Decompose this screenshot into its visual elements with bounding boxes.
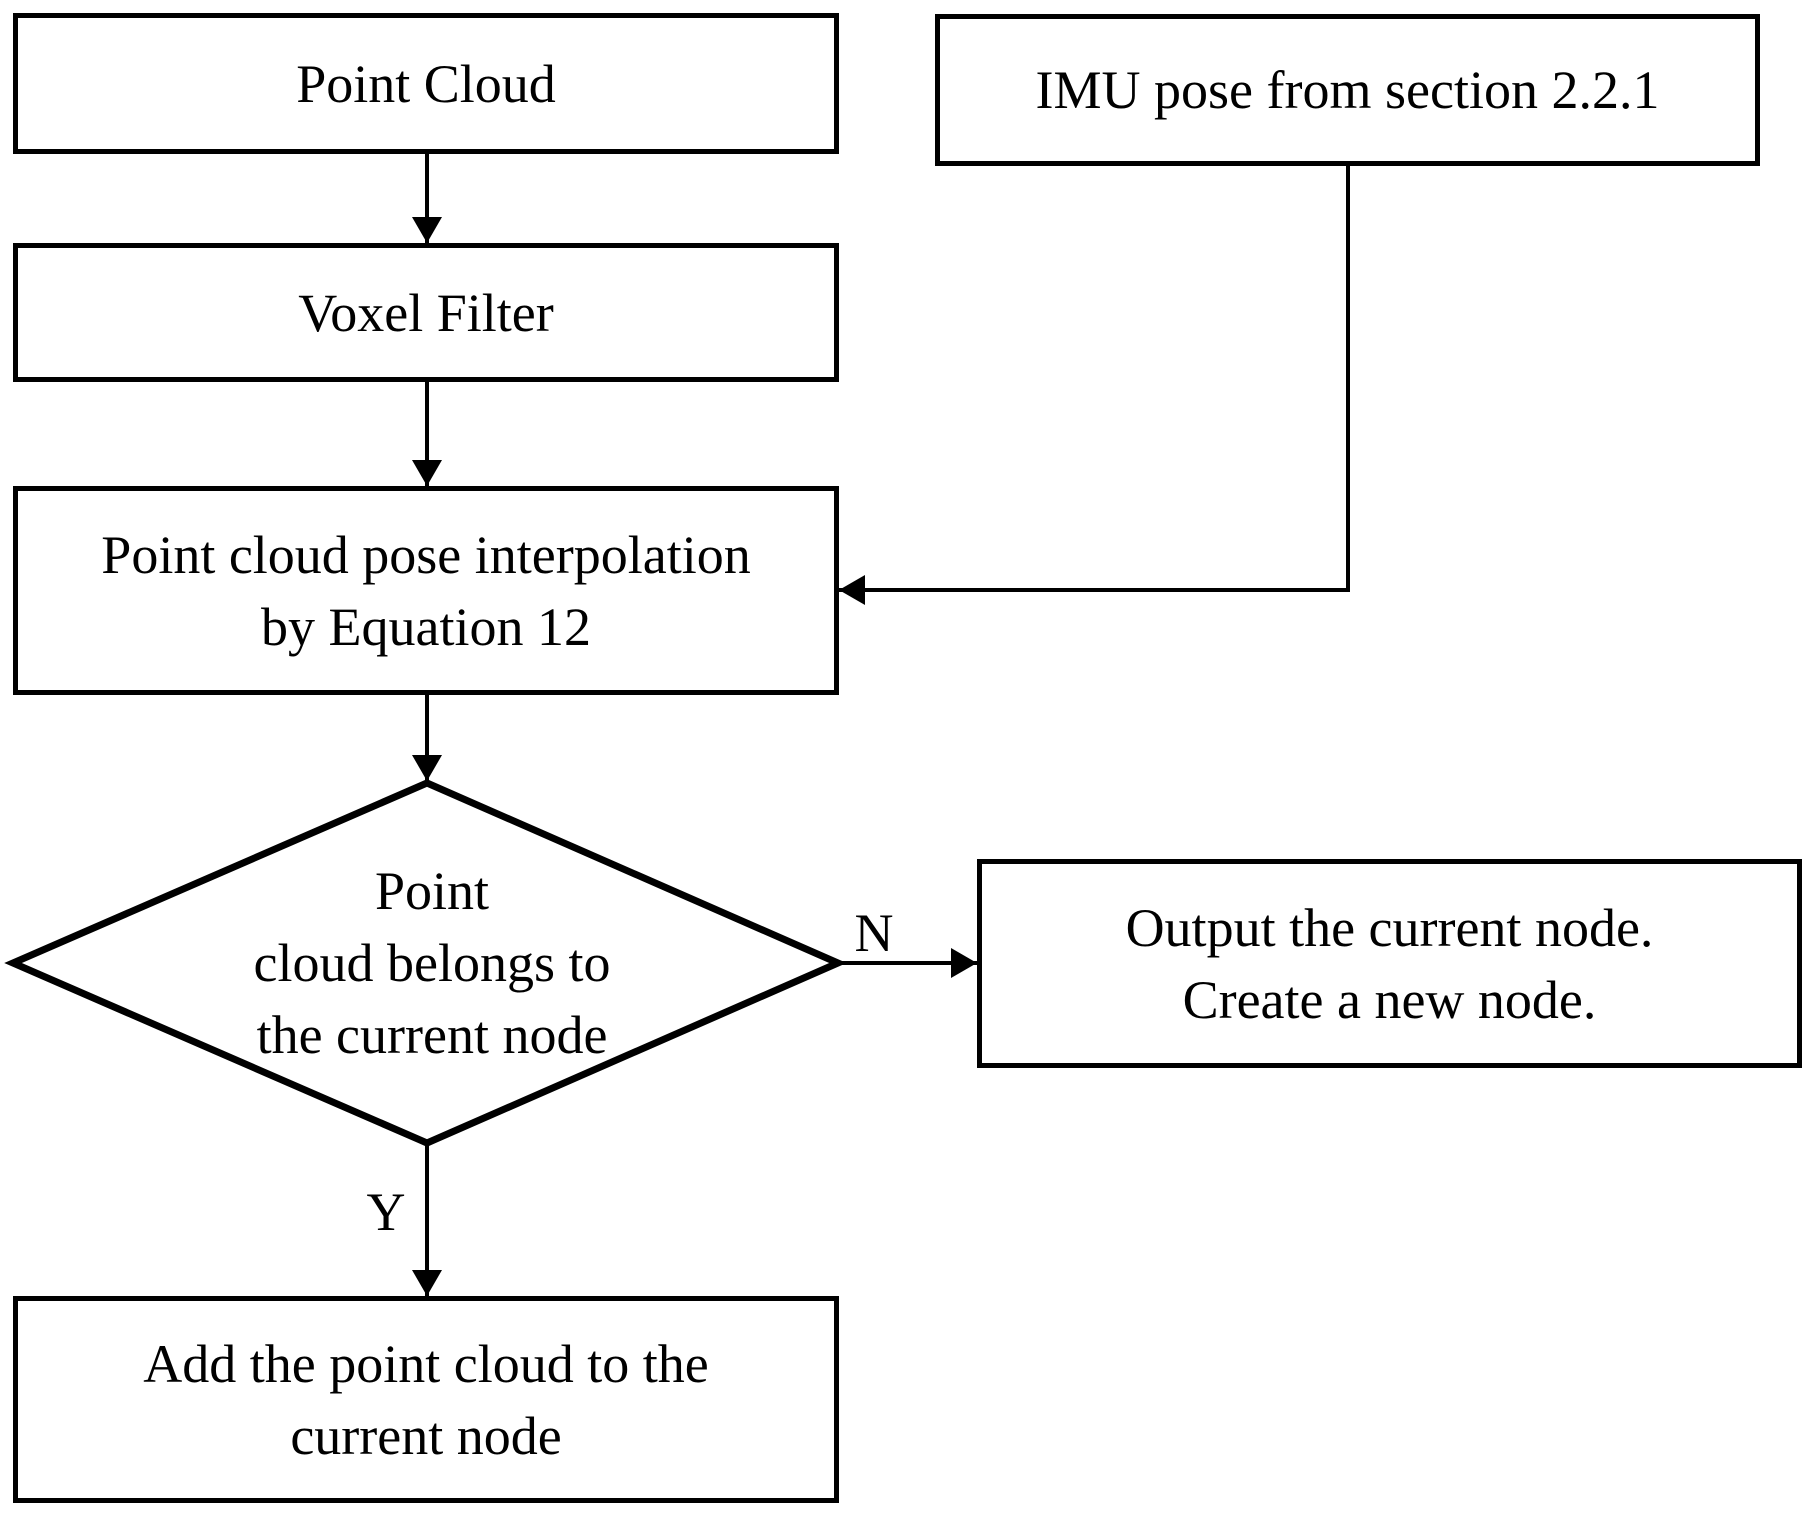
node-point-cloud: Point Cloud xyxy=(13,13,839,154)
node-voxel-filter-label: Voxel Filter xyxy=(298,282,554,343)
node-pose-interpolation: Point cloud pose interpolation by Equati… xyxy=(13,486,839,695)
node-add-to-current-line2: current node xyxy=(290,1405,562,1466)
decision-line1: Point xyxy=(374,861,490,921)
decision-line3: the current node xyxy=(256,1005,608,1065)
node-output-current: Output the current node. Create a new no… xyxy=(977,859,1802,1068)
node-voxel-filter: Voxel Filter xyxy=(13,243,839,382)
node-pose-interpolation-line2: by Equation 12 xyxy=(261,596,591,657)
decision-line2: cloud belongs to xyxy=(253,933,611,993)
node-pose-interpolation-line1: Point cloud pose interpolation xyxy=(101,524,751,585)
edge-label-no: N xyxy=(854,903,894,963)
node-point-cloud-label: Point Cloud xyxy=(296,53,556,114)
node-add-to-current: Add the point cloud to the current node xyxy=(13,1296,839,1503)
decision-diamond-text: Point cloud belongs to the current node xyxy=(254,855,611,1071)
node-output-current-line2: Create a new node. xyxy=(1182,969,1597,1030)
node-imu-pose: IMU pose from section 2.2.1 xyxy=(935,14,1760,166)
edge-label-yes: Y xyxy=(366,1182,406,1242)
node-add-to-current-line1: Add the point cloud to the xyxy=(143,1333,709,1394)
node-imu-pose-label: IMU pose from section 2.2.1 xyxy=(1035,60,1660,120)
node-output-current-line1: Output the current node. xyxy=(1125,897,1654,958)
edge-imu-pose-to-interpolation xyxy=(839,164,1350,605)
